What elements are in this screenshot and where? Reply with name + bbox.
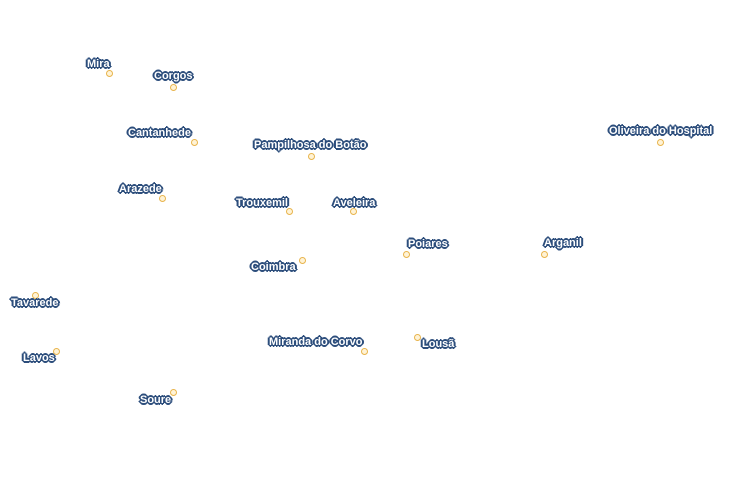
place-marker-trouxemil[interactable] bbox=[286, 208, 293, 215]
place-marker-mira[interactable] bbox=[106, 70, 113, 77]
place-label-miranda-do-corvo: Miranda do Corvo bbox=[269, 336, 363, 348]
place-label-corgos: Corgos bbox=[154, 70, 193, 82]
place-marker-miranda-do-corvo[interactable] bbox=[361, 348, 368, 355]
place-marker-lousa[interactable] bbox=[414, 334, 421, 341]
place-label-pampilhosa-do-botao: Pampilhosa do Botão bbox=[254, 139, 367, 151]
place-label-cantanhede: Cantanhede bbox=[128, 127, 191, 139]
place-marker-arazede[interactable] bbox=[159, 195, 166, 202]
place-marker-arganil[interactable] bbox=[541, 251, 548, 258]
place-label-tavarede: Tavarede bbox=[11, 297, 59, 309]
place-label-aveleira: Aveleira bbox=[333, 197, 376, 209]
place-label-coimbra: Coimbra bbox=[251, 261, 296, 273]
place-marker-tavarede[interactable] bbox=[32, 292, 39, 299]
place-marker-pampilhosa-do-botao[interactable] bbox=[308, 153, 315, 160]
place-marker-poiares[interactable] bbox=[403, 251, 410, 258]
place-label-mira: Mira bbox=[87, 58, 110, 70]
place-label-lousa: Lousã bbox=[422, 338, 455, 350]
place-label-soure: Soure bbox=[140, 394, 172, 406]
place-marker-oliveira-do-hospital[interactable] bbox=[657, 139, 664, 146]
place-label-trouxemil: Trouxemil bbox=[236, 197, 288, 209]
place-marker-lavos[interactable] bbox=[53, 348, 60, 355]
place-label-poiares: Poiares bbox=[408, 238, 448, 250]
place-marker-corgos[interactable] bbox=[170, 84, 177, 91]
place-marker-soure[interactable] bbox=[170, 389, 177, 396]
place-label-arganil: Arganil bbox=[544, 237, 582, 249]
place-marker-cantanhede[interactable] bbox=[191, 139, 198, 146]
place-label-lavos: Lavos bbox=[23, 352, 55, 364]
place-label-arazede: Arazede bbox=[119, 183, 162, 195]
place-label-oliveira-do-hospital: Oliveira do Hospital bbox=[609, 125, 713, 137]
place-marker-coimbra[interactable] bbox=[299, 257, 306, 264]
place-marker-aveleira[interactable] bbox=[350, 208, 357, 215]
